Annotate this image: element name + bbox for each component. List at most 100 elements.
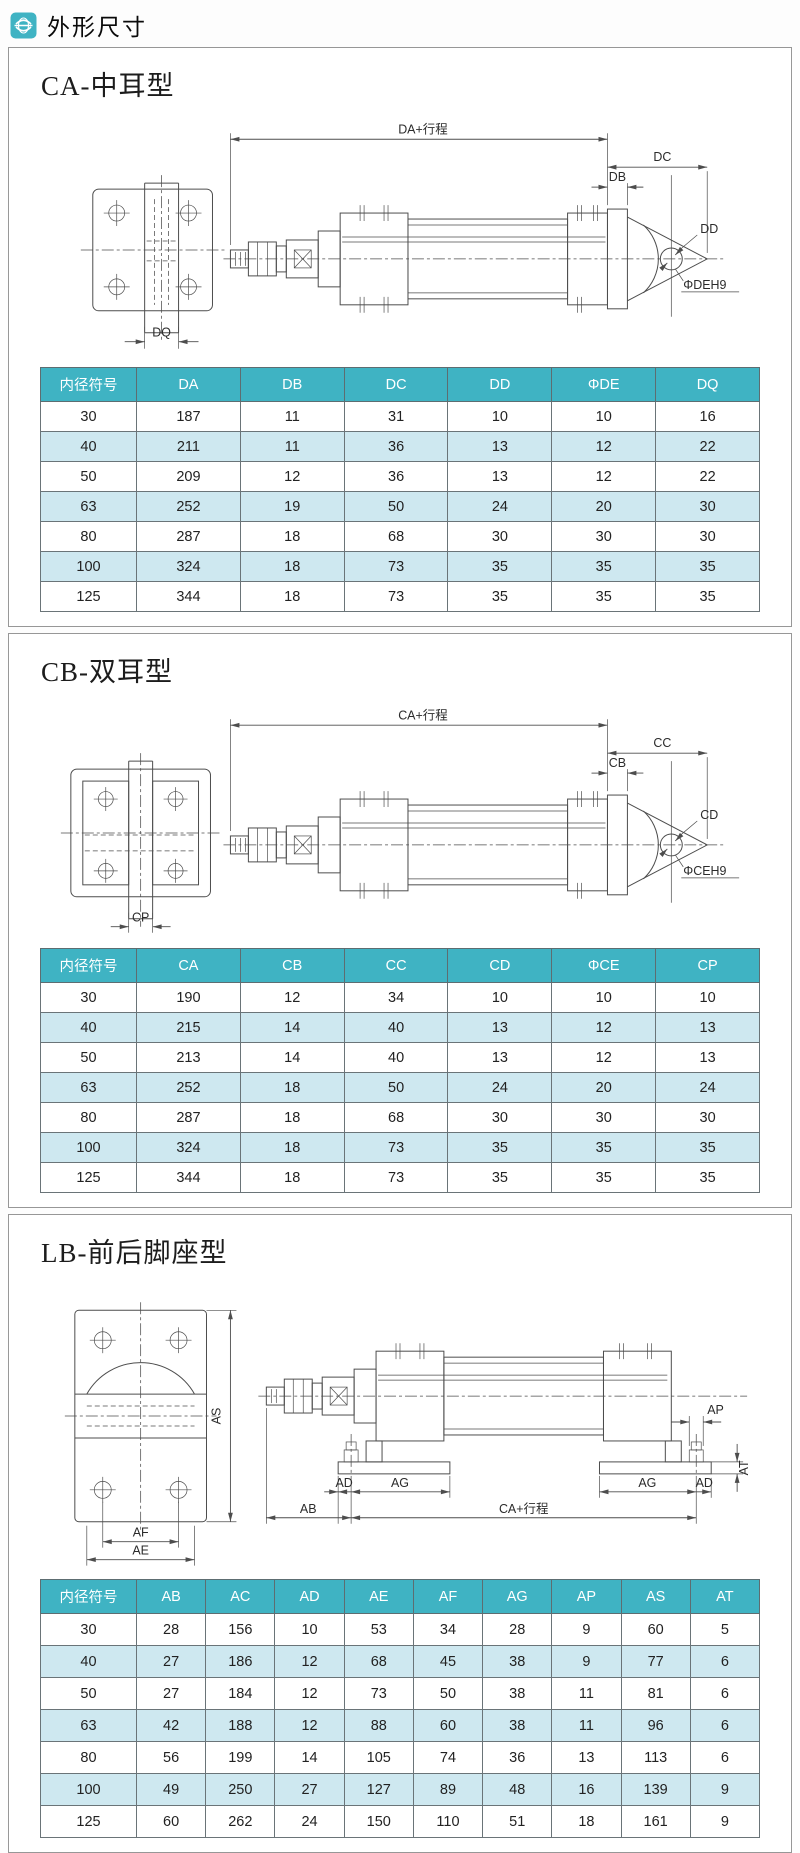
- table-cell: 63: [40, 1709, 137, 1742]
- table-cell: 262: [205, 1805, 276, 1838]
- table-cell: 19: [239, 491, 345, 522]
- table-cell: 6: [689, 1677, 761, 1710]
- table-cell: 24: [655, 1072, 760, 1103]
- table-cell: 190: [136, 982, 241, 1013]
- table-cell: 213: [136, 1042, 241, 1073]
- table-cell: 18: [239, 1162, 345, 1193]
- table-cell: 13: [655, 1042, 760, 1073]
- table-cell: 324: [136, 1132, 241, 1163]
- table-cell: 113: [620, 1741, 691, 1774]
- table-cell: 40: [40, 1012, 137, 1043]
- table-cell: 40: [40, 431, 137, 462]
- column-header: CA: [136, 948, 241, 983]
- cb-end-view: CP: [60, 753, 221, 933]
- table-cell: 27: [135, 1645, 207, 1678]
- table-cell: 13: [551, 1741, 622, 1774]
- table-cell: 35: [551, 551, 657, 582]
- table-cell: 40: [343, 1042, 449, 1073]
- table-cell: 127: [343, 1773, 414, 1806]
- table-cell: 38: [482, 1677, 553, 1710]
- table-cell: 60: [412, 1709, 484, 1742]
- table-cell: 24: [447, 491, 553, 522]
- table-cell: 30: [551, 1102, 657, 1133]
- dimension-label-ag-right: AG: [638, 1476, 656, 1490]
- section-cb-title: CB-双耳型: [41, 657, 174, 687]
- table-cell: 68: [343, 1102, 449, 1133]
- table-cell: 12: [274, 1677, 345, 1710]
- table-cell: 20: [551, 491, 657, 522]
- table-cell: 11: [239, 431, 345, 462]
- table-cell: 35: [551, 581, 657, 612]
- table-cell: 24: [447, 1072, 553, 1103]
- table-cell: 150: [343, 1805, 414, 1838]
- table-cell: 36: [343, 431, 449, 462]
- table-cell: 56: [135, 1741, 207, 1774]
- table-cell: 35: [655, 581, 760, 612]
- table-cell: 16: [655, 401, 760, 432]
- table-cell: 63: [40, 491, 137, 522]
- table-cell: 30: [655, 1102, 760, 1133]
- table-cell: 13: [655, 1012, 760, 1043]
- table-cell: 14: [239, 1042, 345, 1073]
- column-header: AF: [412, 1579, 484, 1614]
- table-cell: 12: [551, 431, 657, 462]
- table-cell: 30: [551, 521, 657, 552]
- table-cell: 30: [40, 982, 137, 1013]
- dimension-label-at: AT: [737, 1460, 751, 1475]
- table-cell: 13: [447, 431, 553, 462]
- table-cell: 10: [551, 401, 657, 432]
- lb-side-view: [258, 1343, 748, 1480]
- table-cell: 18: [239, 1072, 345, 1103]
- table-cell: 9: [551, 1645, 622, 1678]
- section-cb: CB-双耳型 CP: [8, 633, 792, 1208]
- dimension-label-ad-left: AD: [335, 1476, 352, 1490]
- table-cell: 252: [136, 491, 241, 522]
- table-cell: 38: [482, 1645, 553, 1678]
- column-header: AP: [551, 1579, 622, 1614]
- dimension-label-cp: CP: [132, 911, 149, 925]
- table-cell: 22: [655, 431, 760, 462]
- ca-end-view: DQ: [80, 175, 225, 349]
- table-cell: 125: [40, 581, 137, 612]
- table-cell: 48: [482, 1773, 553, 1806]
- table-cell: 30: [40, 401, 137, 432]
- column-header: AE: [343, 1579, 414, 1614]
- table-cell: 12: [551, 1012, 657, 1043]
- column-header: AC: [205, 1579, 276, 1614]
- column-header: CD: [447, 948, 553, 983]
- column-header: AB: [135, 1579, 207, 1614]
- dimension-label-db: DB: [609, 170, 626, 184]
- table-cell: 13: [447, 1042, 553, 1073]
- column-header: ΦCE: [551, 948, 657, 983]
- table-cell: 27: [135, 1677, 207, 1710]
- dimension-label-ca-stroke-lb: CA+行程: [499, 1501, 548, 1516]
- table-cell: 12: [239, 461, 345, 492]
- table-cell: 199: [205, 1741, 276, 1774]
- table-cell: 35: [551, 1162, 657, 1193]
- table-cell: 35: [447, 551, 553, 582]
- cylinder-side-view: [223, 175, 724, 317]
- table-cell: 110: [412, 1805, 484, 1838]
- table-cell: 30: [655, 491, 760, 522]
- column-header: CP: [655, 948, 760, 983]
- table-cell: 30: [447, 521, 553, 552]
- table-cell: 100: [40, 1773, 137, 1806]
- table-cell: 12: [274, 1645, 345, 1678]
- table-cell: 18: [239, 551, 345, 582]
- dimension-label-cd: CD: [700, 808, 718, 822]
- dimension-label-af: AF: [133, 1526, 149, 1540]
- table-cell: 14: [274, 1741, 345, 1774]
- column-header: ΦDE: [551, 367, 657, 402]
- section-ca-title: CA-中耳型: [41, 71, 175, 101]
